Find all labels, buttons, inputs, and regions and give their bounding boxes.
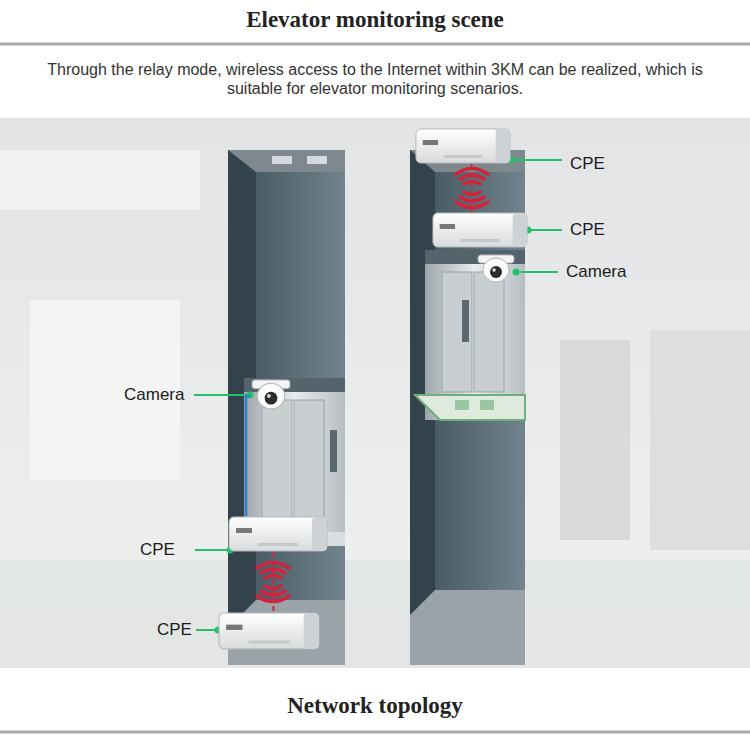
cpe-logo-mark	[440, 224, 455, 229]
cpe-logo-mark	[236, 528, 252, 533]
camera-device: Camera	[250, 380, 292, 412]
cpe-groove	[258, 543, 298, 546]
elevator-car	[244, 378, 345, 538]
signal-wave	[265, 586, 281, 589]
cpe-body	[229, 517, 327, 551]
diagram-title: Elevator monitoring scene	[0, 6, 750, 34]
wireless-link	[471, 164, 473, 212]
cpe-body	[219, 613, 319, 649]
car-floor-mat	[415, 395, 525, 420]
shaft-pit-floor	[410, 590, 525, 665]
cpe-outline	[415, 128, 511, 164]
header-rule	[0, 43, 750, 46]
background-door	[650, 330, 750, 550]
camera-outline	[250, 380, 292, 412]
scene-background	[0, 118, 750, 668]
device-label: Camera	[566, 261, 626, 283]
car-door	[474, 272, 504, 392]
signal-wave	[257, 596, 289, 602]
leader-line	[194, 394, 250, 396]
signal-wave	[257, 563, 289, 569]
footer-rule	[0, 731, 750, 734]
camera-dome	[483, 258, 509, 282]
ceiling-light	[272, 156, 292, 164]
cpe-outline	[432, 212, 528, 248]
signal-wave	[261, 569, 285, 573]
camera-device: Camera	[476, 255, 516, 285]
section-heading: Network topology	[0, 692, 750, 720]
button-panel	[330, 430, 337, 472]
lens-highlight	[492, 268, 496, 272]
background-floor	[0, 560, 750, 668]
left-elevator-shaft	[228, 150, 345, 665]
cpe-device: CPE	[415, 128, 511, 164]
signal-wave	[265, 576, 281, 579]
cpe-body	[416, 129, 510, 163]
cpe-groove	[461, 239, 499, 242]
cpe-device: CPE	[218, 612, 320, 650]
signal-wave	[456, 202, 488, 208]
camera-cable	[246, 396, 250, 516]
signal-wave	[456, 169, 488, 175]
cpe-body	[433, 213, 527, 247]
cpe-groove	[249, 641, 290, 644]
subtitle-text: Through the relay mode, wireless access …	[40, 60, 710, 98]
floor-mat-pattern	[455, 400, 469, 410]
leader-line	[528, 229, 562, 231]
signal-wave	[464, 192, 480, 195]
leader-lines	[194, 158, 562, 633]
leader-dot	[514, 270, 519, 275]
cpe-end-cap	[312, 517, 327, 551]
wireless-signal-symbol	[257, 563, 289, 602]
leader-line	[511, 159, 562, 161]
wireless-signal-symbol	[456, 169, 488, 208]
cpe-end-cap	[496, 129, 510, 163]
device-label: Camera	[124, 384, 184, 406]
cpe-end-cap	[513, 213, 527, 247]
signal-wave	[464, 182, 480, 185]
cpe-logo-mark	[226, 625, 242, 630]
camera-lens	[490, 266, 502, 278]
button-panel	[462, 300, 469, 342]
lens-highlight	[267, 394, 271, 398]
signal-wave	[261, 591, 285, 595]
cpe-device: CPE	[432, 212, 528, 248]
device-label: CPE	[157, 619, 192, 641]
cpe-device: CPE	[228, 516, 328, 552]
cpe-logo-mark	[423, 140, 438, 145]
camera-outline	[476, 255, 516, 285]
camera-dome	[257, 383, 284, 409]
camera-lens	[265, 392, 278, 405]
background-wall	[0, 150, 200, 210]
ceiling-light	[307, 156, 327, 164]
floor-mat-pattern	[480, 400, 494, 410]
signal-wave	[460, 197, 484, 201]
cpe-outline	[228, 516, 328, 552]
leader-dot	[248, 393, 253, 398]
car-door	[442, 272, 472, 392]
cpe-outline	[218, 612, 320, 650]
shaft-ceiling	[228, 150, 345, 172]
signal-wave	[460, 175, 484, 179]
shaft-wall	[228, 150, 345, 665]
cpe-end-cap	[304, 613, 319, 649]
device-label: CPE	[570, 153, 605, 175]
leader-line	[195, 549, 230, 551]
device-label: CPE	[570, 219, 605, 241]
wireless-link	[273, 552, 275, 612]
car-ceiling	[425, 250, 525, 264]
car-door	[262, 400, 292, 530]
car-door	[294, 400, 324, 530]
device-label: CPE	[140, 539, 175, 561]
leader-line	[516, 271, 558, 273]
cpe-groove	[444, 155, 482, 158]
background-door	[560, 340, 630, 540]
